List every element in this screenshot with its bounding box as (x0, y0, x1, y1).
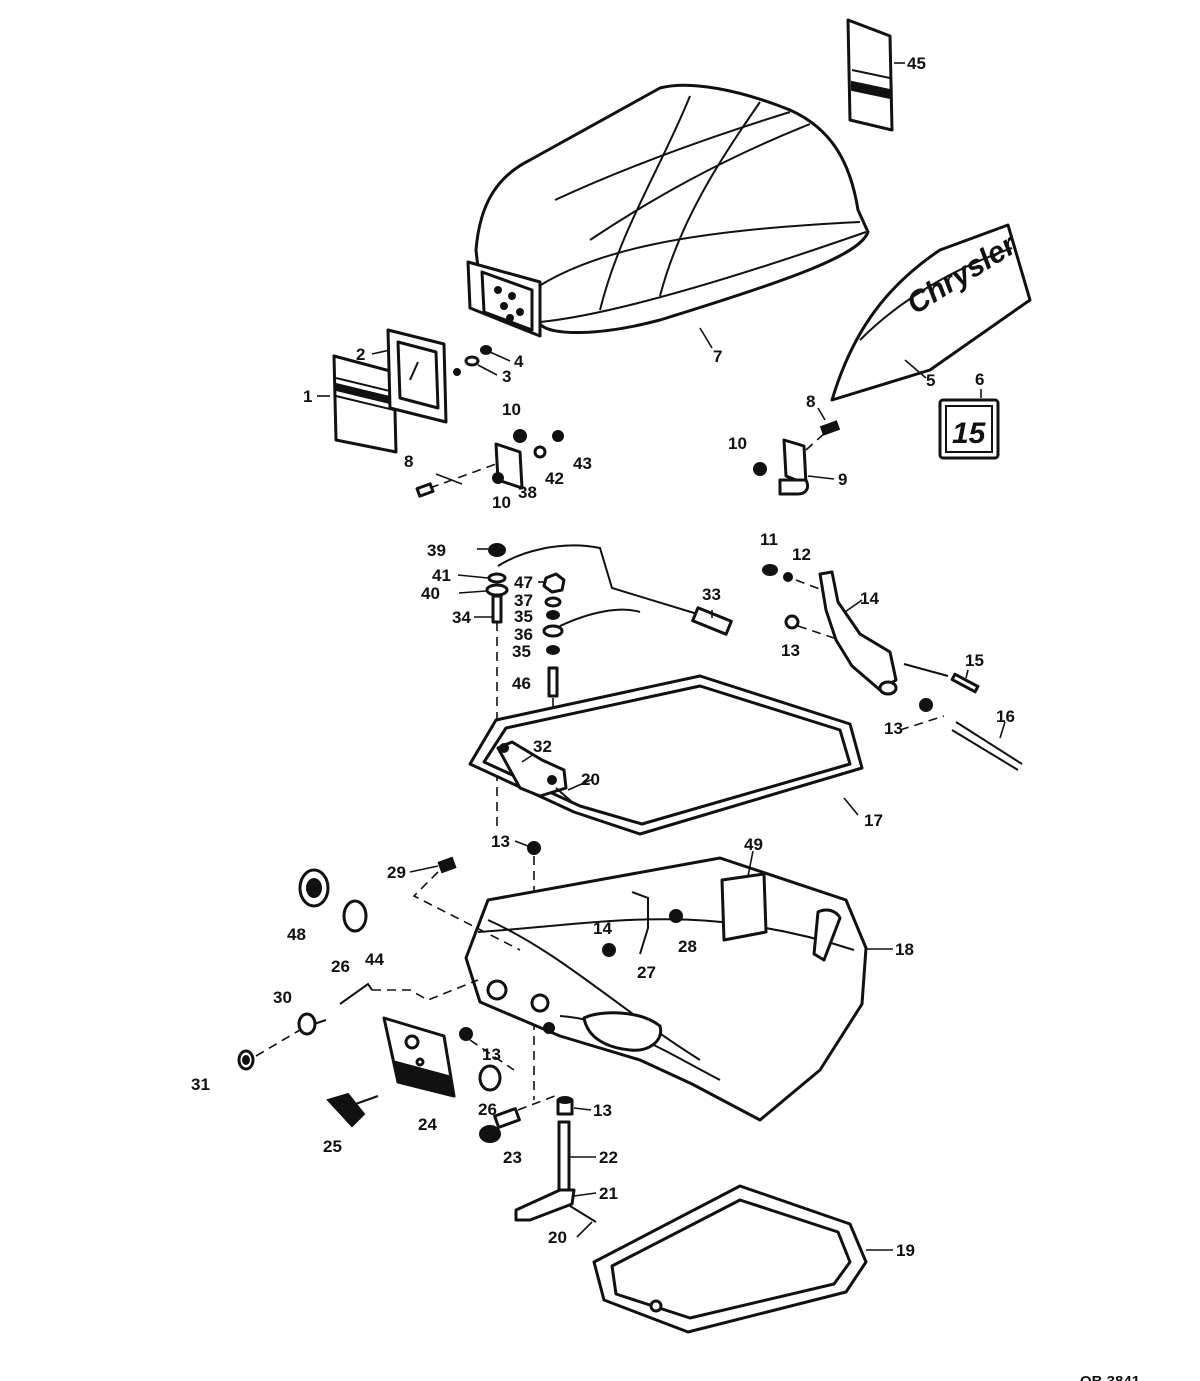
callout-14-cowl: 14 (593, 919, 612, 938)
figure-reference: OB 3841 (1080, 1373, 1140, 1381)
callout-18: 18 (895, 940, 914, 959)
callout-10-right: 10 (728, 434, 747, 453)
callout-19: 19 (896, 1241, 915, 1260)
part-18-lower-cowl (464, 856, 868, 1122)
part-24-plate (382, 1016, 456, 1098)
callout-29: 29 (387, 863, 406, 882)
part-13-nut-lower (556, 1096, 574, 1116)
part-2-plate-holder (386, 328, 461, 424)
callout-48: 48 (287, 925, 306, 944)
callout-30: 30 (273, 988, 292, 1007)
callout-40: 40 (421, 584, 440, 603)
part-26-plug-lower (478, 1064, 502, 1092)
callout-49: 49 (744, 835, 763, 854)
callout-1: 1 (303, 387, 312, 406)
part-48-grommet (298, 868, 330, 908)
callout-8-right: 8 (806, 392, 815, 411)
callout-25: 25 (323, 1137, 342, 1156)
part-27-hook (602, 891, 683, 957)
callout-26-upper: 26 (331, 957, 350, 976)
part-7-motor-cover (466, 83, 870, 338)
callout-46: 46 (512, 674, 531, 693)
part-33-throttle-rod (497, 544, 733, 636)
callout-6: 6 (975, 370, 984, 389)
callout-10-lower: 10 (492, 493, 511, 512)
part-47-46-hardware-stack (542, 572, 566, 744)
callout-17: 17 (864, 811, 883, 830)
callout-35-upper: 35 (514, 607, 533, 626)
callout-24: 24 (418, 1115, 437, 1134)
callout-13-lever: 13 (781, 641, 800, 660)
part-32-lever-plate (496, 740, 573, 803)
part-23-fitting (479, 1093, 561, 1143)
part-29-screw (412, 856, 521, 951)
callout-7: 7 (713, 347, 722, 366)
callout-41: 41 (432, 566, 451, 585)
part-19-gasket (592, 1184, 868, 1334)
callout-36: 36 (514, 625, 533, 644)
part-30-31-knob-parts (237, 1012, 327, 1071)
callout-33: 33 (702, 585, 721, 604)
callout-21: 21 (599, 1184, 618, 1203)
callout-2: 2 (356, 345, 365, 364)
callout-10-upper: 10 (502, 400, 521, 419)
part-6-hp-badge: 15 (938, 398, 1000, 460)
callout-37: 37 (514, 591, 533, 610)
callout-5: 5 (926, 371, 935, 390)
callout-47: 47 (514, 573, 533, 592)
part-1-plate (332, 354, 398, 454)
part-45-decal (846, 18, 894, 132)
part-9-bracket (753, 420, 841, 496)
part-13-nut-center (527, 841, 541, 855)
part-17-seal (468, 674, 864, 836)
callout-45: 45 (907, 54, 926, 73)
callout-9: 9 (838, 470, 847, 489)
callout-13-center: 13 (491, 832, 510, 851)
callout-14-lever: 14 (860, 589, 879, 608)
callout-27: 27 (637, 963, 656, 982)
part-3-4-washers (464, 345, 492, 367)
callout-13-right: 13 (884, 719, 903, 738)
callout-13-lower: 13 (593, 1101, 612, 1120)
callout-22: 22 (599, 1148, 618, 1167)
callout-3: 3 (502, 367, 511, 386)
part-13-nut-cowl (459, 1027, 473, 1041)
callout-20-upper: 20 (581, 770, 600, 789)
callout-labels: 1 2 3 4 5 6 7 8 8 9 10 10 10 11 12 13 13… (191, 54, 1015, 1260)
callout-leaders (317, 62, 1006, 1251)
callout-34: 34 (452, 608, 471, 627)
part-38-bracket (415, 429, 564, 498)
callout-12: 12 (792, 545, 811, 564)
callout-28: 28 (678, 937, 697, 956)
callout-39: 39 (427, 541, 446, 560)
callout-23: 23 (503, 1148, 522, 1167)
callout-43: 43 (573, 454, 592, 473)
part-22-21-shaft-lever (514, 1120, 597, 1223)
callout-8-left: 8 (404, 452, 413, 471)
callout-42: 42 (545, 469, 564, 488)
callout-32: 32 (533, 737, 552, 756)
hp-badge-text: 15 (952, 417, 987, 450)
callout-15: 15 (965, 651, 984, 670)
callout-13-cowl: 13 (482, 1045, 501, 1064)
callout-35-lower: 35 (512, 642, 531, 661)
callout-11: 11 (760, 530, 778, 549)
callout-20-lower: 20 (548, 1228, 567, 1247)
callout-38: 38 (518, 483, 537, 502)
part-14-lever (762, 564, 1023, 771)
callout-26-lower: 26 (478, 1100, 497, 1119)
callout-31: 31 (191, 1075, 210, 1094)
callout-44: 44 (365, 950, 384, 969)
part-25-handle (326, 1092, 379, 1128)
part-26-plug-upper (342, 899, 368, 933)
part-39-34-hardware-stack (485, 543, 509, 830)
part-44-clip (339, 982, 373, 1005)
callout-4: 4 (514, 352, 524, 371)
callout-16: 16 (996, 707, 1015, 726)
